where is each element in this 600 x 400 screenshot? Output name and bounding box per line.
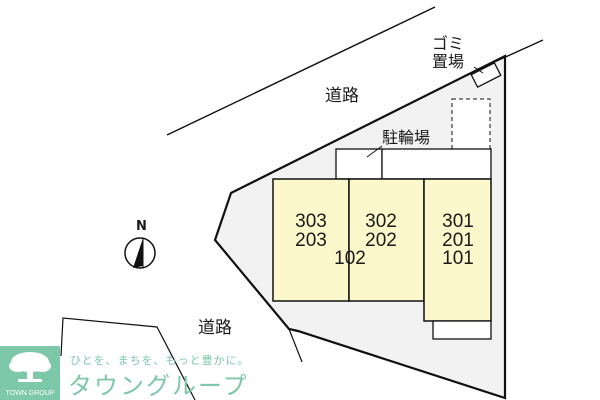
dashed-area xyxy=(451,98,491,150)
garbage-area-box xyxy=(470,61,502,89)
logo-caption: TOWN GROUP xyxy=(5,390,55,397)
unit-203: 203 xyxy=(295,230,327,251)
road-edge-north xyxy=(166,6,436,136)
brand-tagline: ひとを、まちを、もっと豊かに。 xyxy=(70,354,250,367)
compass-north-label: N xyxy=(136,219,147,234)
bicycle-leader-line xyxy=(366,145,383,158)
road-edge-lower-left xyxy=(60,317,196,400)
road-edge-southwest xyxy=(288,328,303,363)
unit-202: 202 xyxy=(365,230,397,251)
town-group-logo: TOWN GROUP xyxy=(0,346,60,400)
east-annex xyxy=(432,320,492,340)
bicycle-parking-block-1 xyxy=(335,148,383,180)
unit-102: 102 xyxy=(334,248,366,269)
tree-icon xyxy=(9,352,51,382)
unit-303: 303 xyxy=(295,211,327,232)
unit-201: 201 xyxy=(442,230,474,251)
building-west xyxy=(272,178,350,302)
bicycle-parking-label: 駐輪場 xyxy=(382,128,431,147)
garbage-label-line1: ゴミ xyxy=(432,34,465,53)
bicycle-parking-block-2 xyxy=(381,148,492,180)
road-label-north: 道路 xyxy=(325,86,359,106)
unit-302: 302 xyxy=(365,211,397,232)
road-edge-extension xyxy=(489,39,544,65)
brand-name: タウングループ xyxy=(68,372,249,400)
garbage-leader-line xyxy=(473,66,484,74)
unit-301: 301 xyxy=(442,211,474,232)
unit-101: 101 xyxy=(442,248,474,269)
north-arrow-icon xyxy=(124,237,156,269)
garbage-label-line2: 置場 xyxy=(432,52,465,71)
road-label-southwest: 道路 xyxy=(198,318,232,338)
